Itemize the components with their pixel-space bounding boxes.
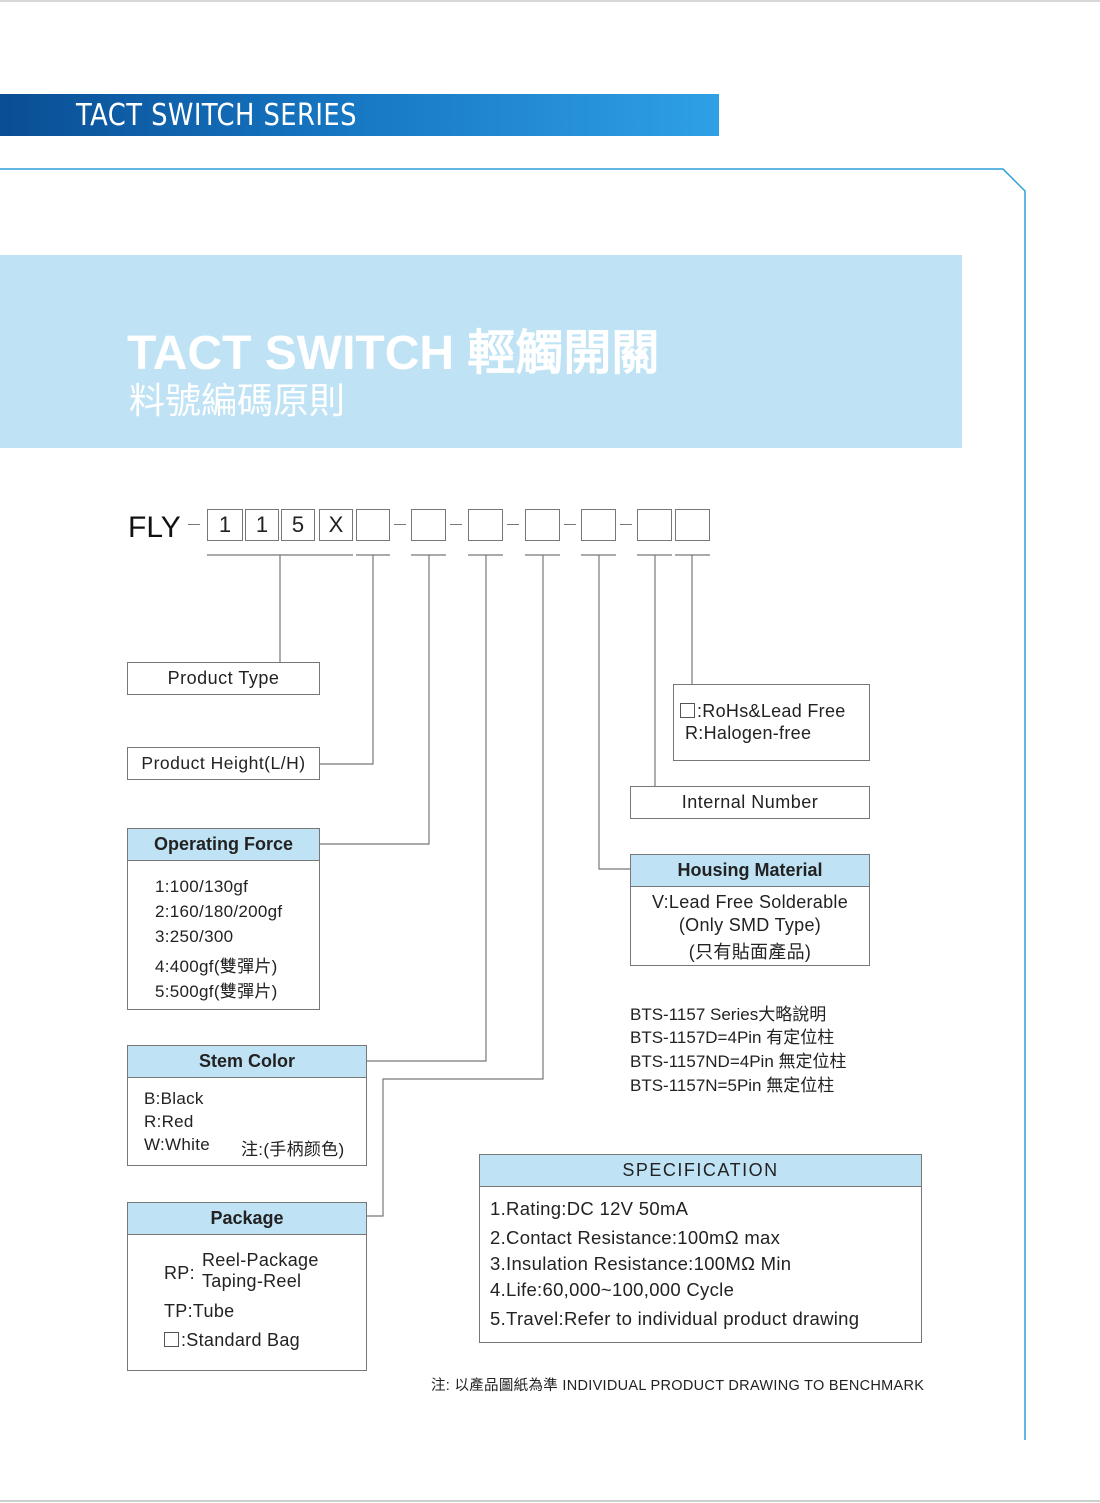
bts-note: BTS-1157ND=4Pin 無定位柱 [630, 1052, 847, 1071]
stem-color-item: B:Black [144, 1089, 204, 1108]
series-header-bar [0, 94, 719, 136]
code-prefix: FLY [128, 511, 181, 544]
operating-force-item: 5:500gf(雙彈片) [155, 982, 278, 1001]
package-tp: TP:Tube [164, 1301, 235, 1321]
stem-color-title: Stem Color [128, 1046, 366, 1078]
code-box-6 [411, 509, 446, 541]
spec-item: 2.Contact Resistance:100mΩ max [490, 1227, 781, 1248]
bts-note: BTS-1157D=4Pin 有定位柱 [630, 1028, 835, 1047]
product-height-box: Product Height(L/H) [127, 747, 320, 780]
stem-color-box: Stem Color B:Black R:Red W:White 注:(手柄颜色… [127, 1045, 367, 1166]
code-box-2: 1 [245, 509, 279, 541]
specification-title: SPECIFICATION [480, 1155, 921, 1187]
spec-item: 3.Insulation Resistance:100MΩ Min [490, 1253, 792, 1274]
stem-color-note: 注:(手柄颜色) [241, 1140, 345, 1159]
bts-note: BTS-1157 Series大略說明 [630, 1005, 827, 1024]
top-rule [0, 0, 1100, 2]
housing-material-title: Housing Material [631, 855, 869, 887]
code-box-9 [581, 509, 616, 541]
empty-square-icon [680, 703, 695, 718]
code-box-3: 5 [281, 509, 315, 541]
package-box: Package RP: Reel-Package Taping-Reel TP:… [127, 1202, 367, 1371]
rohs-line-2: R:Halogen-free [685, 723, 812, 743]
code-box-8 [525, 509, 560, 541]
package-rp-prefix: RP: [164, 1263, 195, 1283]
operating-force-item: 2:160/180/200gf [155, 902, 283, 921]
series-title: TACT SWITCH SERIES [76, 98, 357, 133]
code-dash [507, 524, 519, 525]
operating-force-item: 4:400gf(雙彈片) [155, 957, 278, 976]
banner-title: TACT SWITCH 輕觸開關 [127, 327, 660, 380]
code-box-5 [356, 509, 390, 541]
package-title: Package [128, 1203, 366, 1235]
operating-force-item: 1:100/130gf [155, 877, 249, 896]
spec-item: 5.Travel:Refer to individual product dra… [490, 1308, 860, 1329]
housing-material-box: Housing Material V:Lead Free Solderable … [630, 854, 870, 966]
housing-item: V:Lead Free Solderable [651, 892, 849, 912]
stem-color-item: W:White [144, 1135, 211, 1154]
package-rp-line2: Taping-Reel [202, 1271, 302, 1291]
title-banner [0, 255, 962, 448]
rohs-line-1: :RoHs&Lead Free [680, 701, 846, 722]
stem-color-item: R:Red [144, 1112, 194, 1131]
code-box-7 [468, 509, 503, 541]
product-type-box: Product Type [127, 662, 320, 695]
operating-force-box: Operating Force 1:100/130gf 2:160/180/20… [127, 828, 320, 1010]
empty-square-icon [164, 1332, 179, 1347]
package-rp-line1: Reel-Package [202, 1250, 319, 1270]
banner-subtitle: 料號編碼原則 [129, 381, 346, 422]
specification-box: SPECIFICATION 1.Rating:DC 12V 50mA 2.Con… [479, 1154, 922, 1343]
code-box-4: X [319, 509, 353, 541]
package-bag: :Standard Bag [181, 1330, 300, 1350]
code-box-10 [637, 509, 672, 541]
rohs-text-1: :RoHs&Lead Free [697, 701, 846, 721]
code-box-11 [675, 509, 710, 541]
code-dash [188, 524, 200, 525]
code-box-1: 1 [207, 509, 243, 541]
spec-item: 4.Life:60,000~100,000 Cycle [490, 1279, 735, 1300]
bts-note: BTS-1157N=5Pin 無定位柱 [630, 1076, 835, 1095]
rohs-box: :RoHs&Lead Free R:Halogen-free [673, 684, 870, 761]
code-dash [394, 524, 406, 525]
spec-item: 1.Rating:DC 12V 50mA [490, 1198, 689, 1219]
operating-force-item: 3:250/300 [155, 927, 234, 946]
code-dash [564, 524, 576, 525]
package-bag-line: :Standard Bag [164, 1330, 300, 1351]
operating-force-title: Operating Force [128, 829, 319, 861]
code-dash [450, 524, 462, 525]
footnote: 注: 以產品圖紙為準 INDIVIDUAL PRODUCT DRAWING TO… [431, 1378, 925, 1394]
code-dash [620, 524, 632, 525]
housing-item: (只有貼面產品) [688, 942, 812, 962]
housing-item: (Only SMD Type) [678, 915, 822, 935]
bottom-rule [0, 1500, 1100, 1502]
internal-number-box: Internal Number [630, 786, 870, 819]
